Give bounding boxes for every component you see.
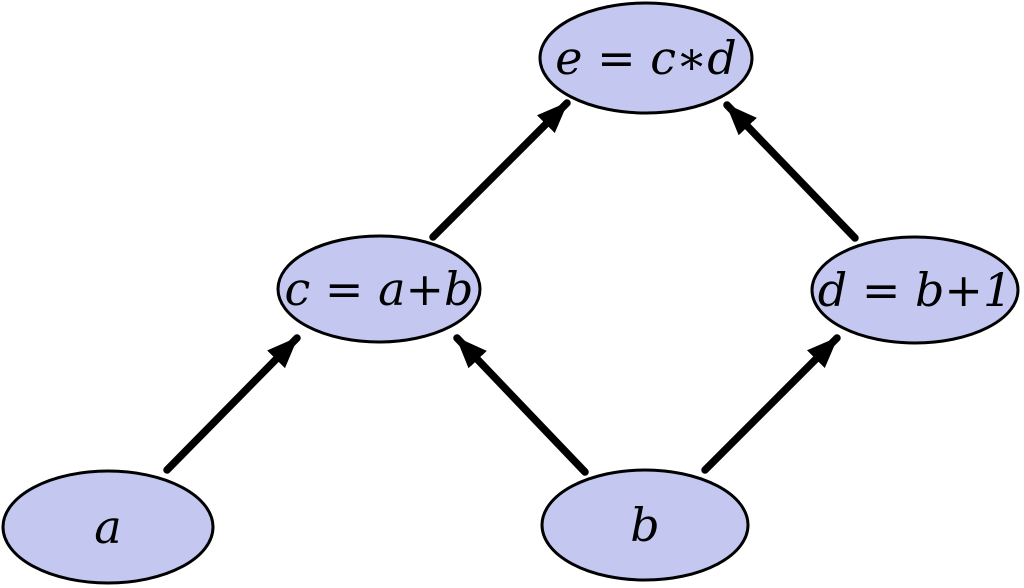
edge-d-to-e [723, 101, 859, 242]
node-b-label: b [630, 498, 659, 552]
node-d-label: d = b+1 [818, 263, 1013, 317]
node-e: e = c∗d [538, 1, 754, 115]
node-a: a [1, 469, 215, 585]
edge-a-to-c [163, 334, 301, 474]
edge-c-to-e [429, 99, 571, 241]
node-b: b [540, 468, 750, 582]
edge-b-to-d [701, 334, 841, 474]
node-e-shape [538, 1, 754, 115]
node-e-label: e = c∗d [555, 31, 736, 85]
node-b-shape [540, 468, 750, 582]
node-d: d = b+1 [810, 235, 1020, 345]
node-c-shape [276, 234, 482, 344]
node-c: c = a+b [276, 234, 482, 344]
node-d-shape [810, 235, 1020, 345]
edge-b-to-c [453, 334, 589, 476]
node-a-shape [1, 469, 215, 585]
edge-group [163, 99, 859, 476]
node-a-label: a [94, 500, 121, 554]
node-c-label: c = a+b [285, 262, 474, 316]
